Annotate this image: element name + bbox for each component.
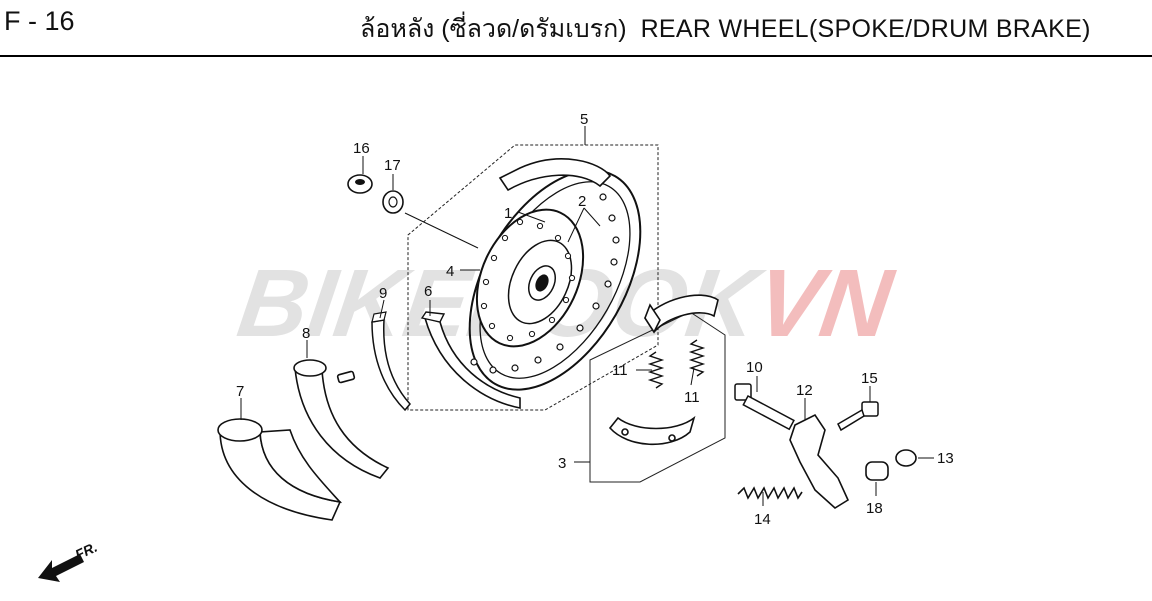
brake-arm-collar [865, 461, 889, 481]
leader-lines [240, 126, 934, 506]
callout-7: 7 [236, 383, 244, 400]
wheel-assembly-frame [407, 144, 659, 411]
axle-collar [347, 174, 373, 194]
callout-18: 18 [866, 500, 883, 517]
callout-6: 6 [424, 283, 432, 300]
rim-band-piece [498, 158, 612, 192]
front-arrow-icon [38, 554, 84, 582]
return-spring [737, 486, 803, 500]
callout-16: 16 [353, 140, 370, 157]
brake-springs [647, 339, 706, 389]
front-direction-marker: FR. [38, 539, 100, 582]
callout-5: 5 [580, 111, 588, 128]
title-english: REAR WHEEL(SPOKE/DRUM BRAKE) [640, 15, 1091, 43]
callout-9: 9 [379, 285, 387, 302]
title-thai: ล้อหลัง (ซี่ลวด/ดรัมเบรก) [360, 15, 627, 43]
callout-15: 15 [861, 370, 878, 387]
brake-shoe-lower [608, 415, 696, 446]
callout-13: 13 [937, 450, 954, 467]
wheel-hub [475, 208, 585, 348]
page-code: F - 16 [4, 6, 75, 36]
callout-2: 2 [578, 193, 586, 210]
brake-cam [734, 383, 795, 431]
callout-8: 8 [302, 325, 310, 342]
hub-flange-holes [480, 218, 576, 342]
callout-11-right: 11 [684, 389, 700, 406]
brake-arm-bolt [837, 401, 879, 432]
callout-14: 14 [754, 511, 771, 528]
watermark-accent: VN [750, 250, 901, 356]
front-label: FR. [73, 539, 100, 563]
dust-seal [382, 190, 404, 214]
callout-17: 17 [384, 157, 401, 174]
callout-12: 12 [796, 382, 813, 399]
page-header: F - 16 ล้อหลัง (ซี่ลวด/ดรัมเบรก) REAR WHE… [0, 0, 1152, 56]
rim-band [423, 316, 521, 409]
tube-flap [371, 319, 411, 412]
brake-shoe-upper [644, 294, 719, 334]
callout-3: 3 [558, 455, 566, 472]
callout-1: 1 [504, 205, 512, 222]
callout-11-left: 11 [612, 362, 628, 379]
header-rule [0, 55, 1152, 57]
inner-tube [293, 359, 390, 479]
page-title: ล้อหลัง (ซี่ลวด/ดรัมเบรก) REAR WHEEL(SPOK… [360, 9, 1091, 49]
callout-numbers: 1 2 3 4 5 6 7 8 9 10 11 11 12 13 14 15 1… [236, 111, 954, 528]
rim-spoke-holes [470, 193, 620, 374]
callout-4: 4 [446, 263, 454, 280]
tire [217, 418, 343, 521]
brake-arm-nut [895, 449, 917, 467]
callout-10: 10 [746, 359, 763, 376]
brake-arm [789, 413, 850, 509]
